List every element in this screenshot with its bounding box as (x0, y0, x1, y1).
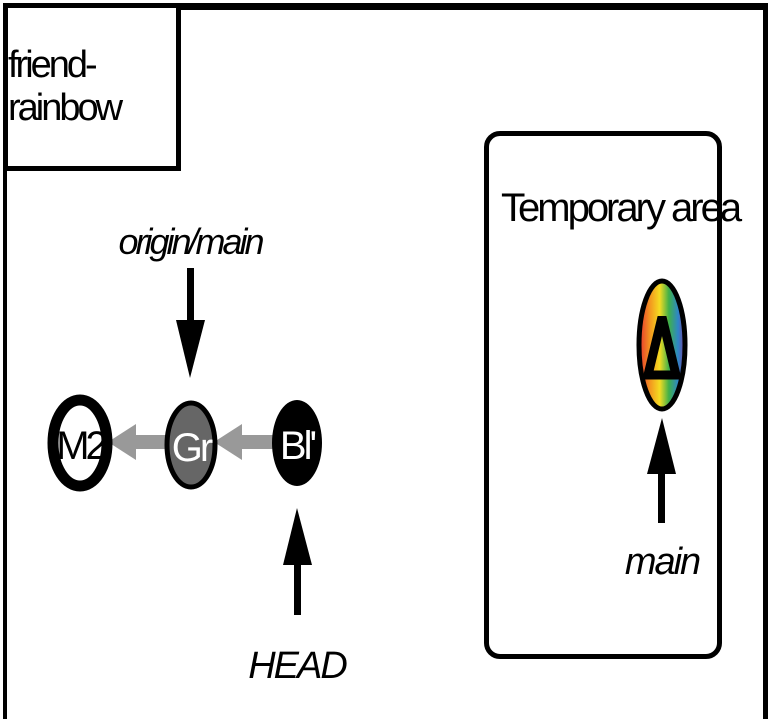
parent-arrow-gr-to-m2 (108, 424, 170, 460)
temporary-area-title: Temporary area (501, 186, 742, 230)
origin-main-pointer-label: origin/main (118, 221, 263, 262)
parent-arrow-bl-to-gr (214, 424, 274, 460)
rainbow-commit[interactable] (636, 278, 688, 412)
temporary-area-box: Temporary area (484, 131, 742, 659)
delta-triangle-icon (642, 315, 682, 380)
commit-m2[interactable]: M2 (47, 394, 113, 492)
main-pointer-label: main (625, 541, 700, 583)
repo-name-label: friend-rainbow (3, 3, 181, 171)
repo-name-text: friend-rainbow (8, 44, 123, 129)
commit-m2-label: M2 (56, 424, 106, 468)
main-arrow (647, 418, 676, 523)
head-arrow (283, 508, 312, 615)
head-pointer-label: HEAD (248, 645, 347, 687)
commit-bl-prime[interactable]: Bl' (272, 400, 322, 486)
diagram-frame (3, 3, 768, 719)
commit-bl-prime-label: Bl' (280, 424, 316, 468)
commit-gr-label: Gr (172, 426, 213, 470)
origin-main-arrow (176, 268, 205, 378)
commit-gr[interactable]: Gr (164, 400, 218, 490)
